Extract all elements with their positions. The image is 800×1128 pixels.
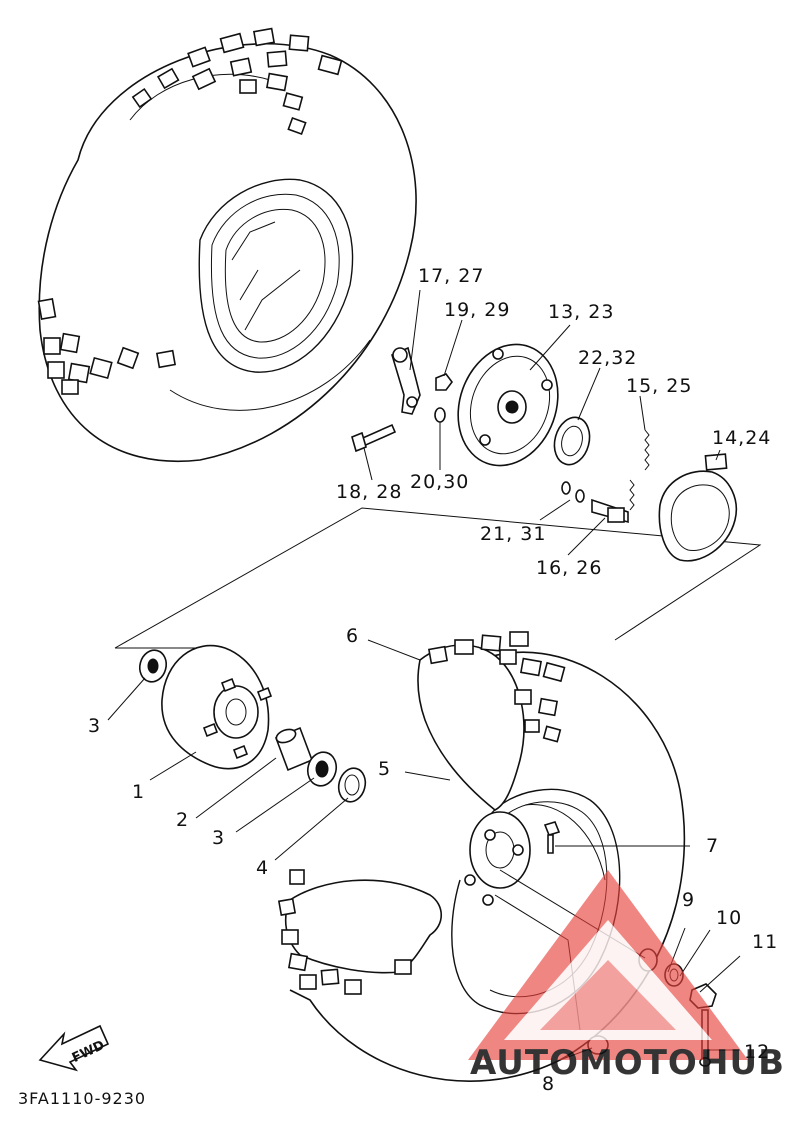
callout-17-27: 17, 27 (418, 265, 484, 287)
callout-9: 9 (682, 889, 695, 911)
callout-labels: 1 2 3 3 4 5 6 7 8 9 10 11 12 13, 23 14,2… (88, 265, 778, 1095)
callout-21-31: 21, 31 (480, 523, 546, 545)
watermark-text-hub: HUB (700, 1043, 785, 1083)
watermark-text-automoto: AUTOMOTO (470, 1043, 698, 1083)
callout-8: 8 (542, 1073, 555, 1095)
callout-22-32: 22,32 (578, 347, 637, 369)
callout-14-24: 14,24 (712, 427, 771, 449)
callout-5: 5 (378, 758, 391, 780)
callout-18-28: 18, 28 (336, 481, 402, 503)
brake-assembly (114, 343, 762, 649)
callout-10: 10 (716, 907, 742, 929)
callout-6: 6 (346, 625, 359, 647)
callout-3-upper: 3 (88, 715, 101, 737)
callout-11: 11 (752, 931, 778, 953)
watermark-logo: AUTOMOTO HUB (468, 870, 785, 1083)
callout-2: 2 (176, 809, 189, 831)
hub-parts (138, 644, 367, 803)
callout-20-30: 20,30 (410, 471, 469, 493)
callout-4: 4 (256, 857, 269, 879)
drawing-code: 3FA1110-9230 (18, 1089, 146, 1108)
callout-19-29: 19, 29 (444, 299, 510, 321)
callout-12: 12 (744, 1041, 770, 1063)
callout-3-lower: 3 (212, 827, 225, 849)
callout-13-23: 13, 23 (548, 301, 614, 323)
callout-15-25: 15, 25 (626, 375, 692, 397)
top-tire (37, 27, 417, 462)
callout-7: 7 (706, 835, 719, 857)
fwd-arrow: FWD (38, 1024, 110, 1072)
callout-16-26: 16, 26 (536, 557, 602, 579)
callout-1: 1 (132, 781, 145, 803)
